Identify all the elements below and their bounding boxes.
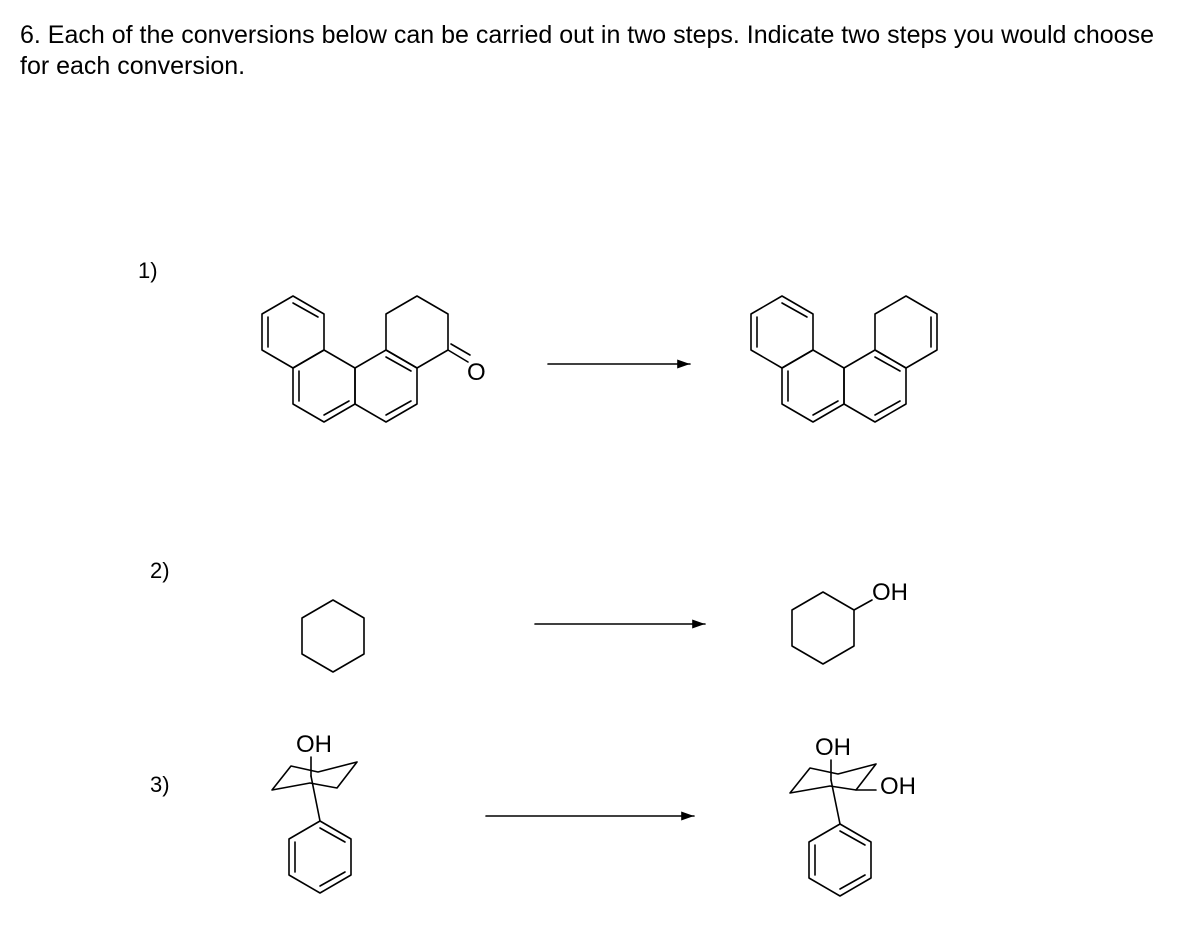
product-2-oh-label: OH [872,579,908,606]
product-3-structure: OH OH [789,734,916,897]
problem-2-number: 2) [150,558,170,583]
question-text: 6. Each of the conversions below can be … [20,21,1154,80]
product-3-oh-label-2: OH [880,773,916,800]
problem-1-number: 1) [138,258,158,283]
product-3-oh-label-1: OH [815,734,851,761]
problem-3-number: 3) [150,772,170,797]
product-1-structure [750,295,938,423]
reactant-1-structure: O [261,295,486,423]
reactant-3-oh-label: OH [296,731,332,758]
reactant-2-cyclohexane [301,599,365,673]
product-2-cyclohexanol: OH [791,579,908,665]
reactant-3-structure: OH [271,731,358,894]
carbonyl-oxygen-label: O [467,359,486,386]
